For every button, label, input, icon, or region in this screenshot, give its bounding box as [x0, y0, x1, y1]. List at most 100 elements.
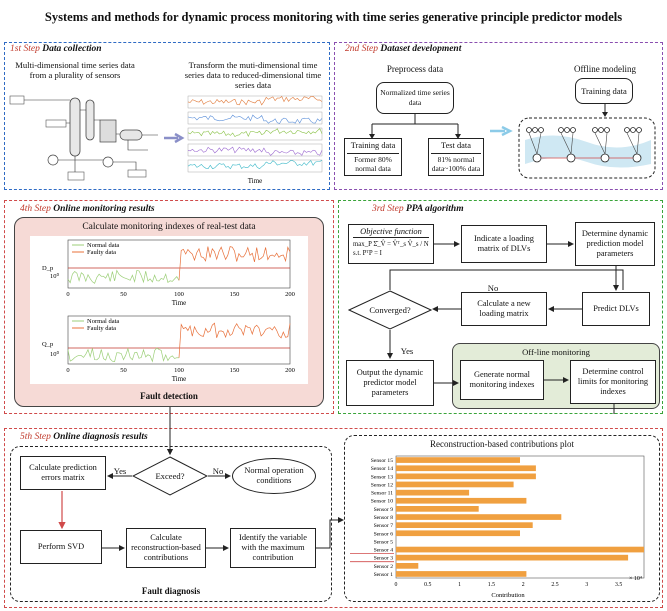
dataset-split-arrows — [369, 114, 461, 139]
converged-decision — [348, 290, 432, 330]
contribution-bar — [396, 530, 520, 537]
step4-panel — [4, 200, 334, 414]
time-series-line — [187, 114, 323, 124]
bar-x-tick: 0 — [395, 582, 398, 588]
sensor-label: Sensor 2 — [374, 564, 394, 570]
step2-panel — [334, 42, 663, 190]
sensor-label: Sensor 9 — [374, 507, 394, 513]
contribution-bar — [396, 506, 479, 512]
calc-monitoring-indexes: Calculate monitoring indexes of real-tes… — [82, 222, 256, 232]
contribution-bar — [396, 497, 527, 504]
calc-new-loading-box: Calculate a new loading matrix — [461, 292, 547, 326]
offline-monitoring-label: Off-line monitoring — [522, 347, 590, 357]
contribution-bar — [396, 563, 419, 569]
step1-panel — [4, 42, 330, 190]
bar-x-tick: 3.5 — [615, 582, 622, 588]
step2-label: 2nd Step — [345, 44, 378, 54]
determine-limits-box: Determine control limits for monitoring … — [570, 360, 656, 404]
objective-line2: s.t. PᵀP = I — [353, 250, 382, 257]
dp-xtick: 50 — [120, 291, 127, 298]
determine-params-box: Determine dynamic prediction model param… — [575, 222, 655, 266]
step3-flow-arrows — [387, 241, 624, 414]
identify-variable-box: Identify the variable with the maximum c… — [230, 528, 316, 568]
qp-legend-faulty: Faulty data — [87, 325, 116, 332]
training-data-doc: Training data — [575, 78, 633, 104]
qp-ylabel: Q_p — [42, 341, 53, 348]
training-data-box: Training data Former 80% normal data — [344, 138, 402, 176]
arrow-icon — [164, 132, 185, 144]
step3-panel — [338, 200, 663, 414]
generate-normal-box: Generate normal monitoring indexes — [460, 360, 544, 400]
step5-label: 5th Step — [20, 432, 51, 442]
dp-xtick: 100 — [174, 291, 184, 298]
step2-name: Dataset development — [380, 44, 462, 54]
arrow-icon — [490, 125, 513, 137]
output-params-box: Output the dynamic predictor model param… — [346, 360, 434, 406]
dp-legend-normal: Normal data — [87, 242, 119, 249]
step1-axis-label: Time — [248, 177, 263, 185]
sensor-label: Sensor 12 — [371, 483, 393, 489]
offline-modeling-label: Offline modeling — [573, 64, 637, 74]
exceed-label: Exceed? — [155, 471, 185, 481]
fault-diagnosis-label: Fault diagnosis — [141, 586, 201, 596]
contribution-bar — [396, 465, 536, 472]
dp-ylabel: D_p — [42, 265, 53, 272]
qp-legend-normal: Normal data — [87, 318, 119, 325]
objective-function-box: Objective function max_P Σ̂_V̂ = V̂ᵀ_s V… — [348, 224, 434, 264]
time-series-line — [187, 159, 323, 170]
sensor-label: Sensor 5 — [374, 539, 394, 545]
dp-ytick: 10⁰ — [50, 272, 60, 280]
monitoring-charts: Normal data Faulty data D_p 10⁰ 0 50 100… — [42, 239, 295, 383]
step3-label: 3rd Step — [372, 204, 404, 214]
indicate-loading-box: Indicate a loading matrix of DLVs — [461, 225, 547, 263]
qp-xtick: 200 — [285, 367, 295, 374]
step5-name: Online diagnosis results — [53, 432, 148, 442]
step5-heading: 5th Step Online diagnosis results — [20, 432, 148, 442]
contribution-bar — [396, 546, 644, 553]
qp-xtick: 150 — [230, 367, 240, 374]
bar-x-tick: 1 — [458, 582, 461, 588]
bar-x-tick: 3 — [585, 582, 588, 588]
dp-xticks: 0 50 100 150 200 — [66, 291, 295, 298]
test-data-label: Test data — [441, 141, 471, 150]
dp-xtick: 200 — [285, 291, 295, 298]
reconstruction-box: Calculate reconstruction-based contribut… — [126, 528, 206, 568]
step1-heading: 1st Step Data collection — [10, 44, 102, 54]
qp-xtick: 50 — [120, 367, 127, 374]
bar-x-tick: 2.5 — [551, 582, 558, 588]
time-series-line — [187, 95, 323, 106]
contribution-bar — [396, 571, 527, 577]
sensor-label: Sensor 1 — [374, 572, 394, 578]
dp-legend-faulty: Faulty data — [87, 249, 116, 256]
sensor-label: Sensor 8 — [374, 515, 394, 521]
reduced-time-series-plots: Time — [187, 95, 323, 185]
bar-x-tick: 2 — [522, 582, 525, 588]
training-data-sub: Former 80% normal data — [354, 155, 392, 173]
contribution-bar — [396, 457, 520, 463]
qp-xtick: 0 — [66, 367, 69, 374]
step3-yes-label: Yes — [400, 346, 414, 356]
contribution-bar — [396, 522, 533, 528]
training-data-label: Training data — [350, 141, 396, 150]
step1-right-text: Transform the muti-dimensional time seri… — [184, 60, 322, 90]
step5-panel — [4, 428, 663, 608]
sensor-label: Sensor 7 — [374, 523, 394, 529]
step3-no-label: No — [487, 283, 499, 293]
step4-label: 4th Step — [20, 204, 51, 214]
bar-x-exponent: × 10⁴ — [629, 576, 642, 582]
dp-xlabel: Time — [172, 299, 187, 307]
bar-x-tick: 1.5 — [488, 582, 495, 588]
time-series-frame — [187, 143, 323, 157]
objective-line1: max_P Σ̂_V̂ = V̂ᵀ_s V̂_s / N — [353, 241, 429, 248]
preprocess-label: Preprocess data — [386, 64, 444, 74]
contribution-bar — [396, 554, 629, 561]
sensor-label: Sensor 15 — [371, 458, 393, 464]
contributions-frame — [344, 435, 660, 602]
qp-xtick: 100 — [174, 367, 184, 374]
step4-name: Online monitoring results — [53, 204, 155, 214]
qp-xticks: 0 50 100 150 200 — [66, 367, 295, 374]
process-flowsheet-illustration — [9, 95, 158, 181]
sensor-label: Sensor 10 — [371, 499, 393, 505]
normal-operation-box: Normal operation conditions — [232, 458, 316, 494]
